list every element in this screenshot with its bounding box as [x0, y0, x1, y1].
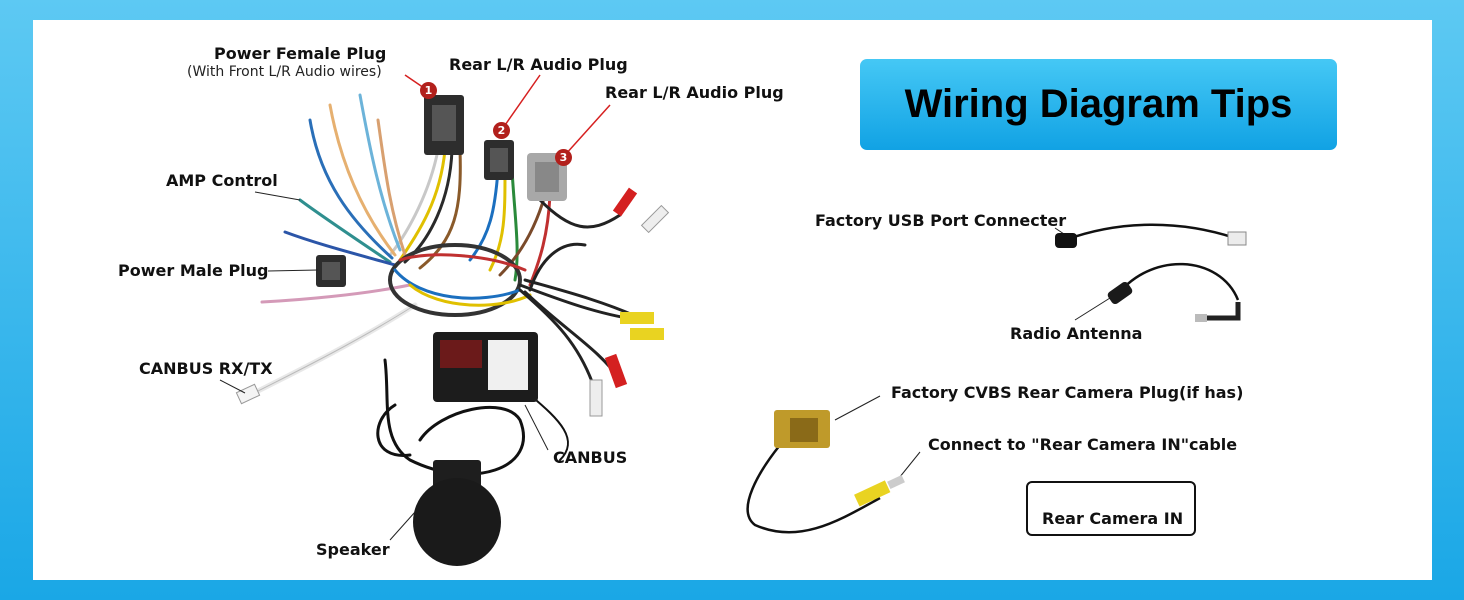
badge-3: 3: [555, 149, 572, 166]
title-box: Wiring Diagram Tips: [860, 59, 1337, 150]
label-power-female-plug: Power Female Plug: [214, 44, 387, 63]
label-connect-rear-camera: Connect to "Rear Camera IN"cable: [928, 435, 1238, 454]
label-speaker: Speaker: [316, 540, 390, 559]
label-amp-control: AMP Control: [166, 171, 278, 190]
label-canbus: CANBUS: [553, 448, 628, 467]
label-factory-usb: Factory USB Port Connecter: [815, 211, 1067, 230]
plug-shapes: [235, 95, 670, 566]
wiring-harness-illustration: [247, 93, 642, 476]
label-canbus-rx-tx: CANBUS RX/TX: [139, 359, 273, 378]
badge-1: 1: [420, 82, 437, 99]
label-rear-audio-plug-1: Rear L/R Audio Plug: [449, 55, 628, 74]
label-rear-camera-in: Rear Camera IN: [1042, 509, 1184, 528]
label-rear-audio-plug-2: Rear L/R Audio Plug: [605, 83, 784, 102]
label-power-male-plug: Power Male Plug: [118, 261, 269, 280]
antenna-cable-illustration: [1107, 262, 1241, 322]
camera-plug-illustration: [746, 410, 905, 534]
usb-cable-illustration: [1055, 223, 1247, 248]
label-power-female-sub: (With Front L/R Audio wires): [187, 64, 382, 80]
leader-lines: [219, 191, 1111, 541]
label-factory-cvbs: Factory CVBS Rear Camera Plug(if has): [891, 383, 1244, 402]
label-radio-antenna: Radio Antenna: [1010, 324, 1143, 343]
rear-camera-in-box: [1026, 481, 1196, 536]
badge-2: 2: [493, 122, 510, 139]
page-title: Wiring Diagram Tips: [904, 82, 1293, 126]
